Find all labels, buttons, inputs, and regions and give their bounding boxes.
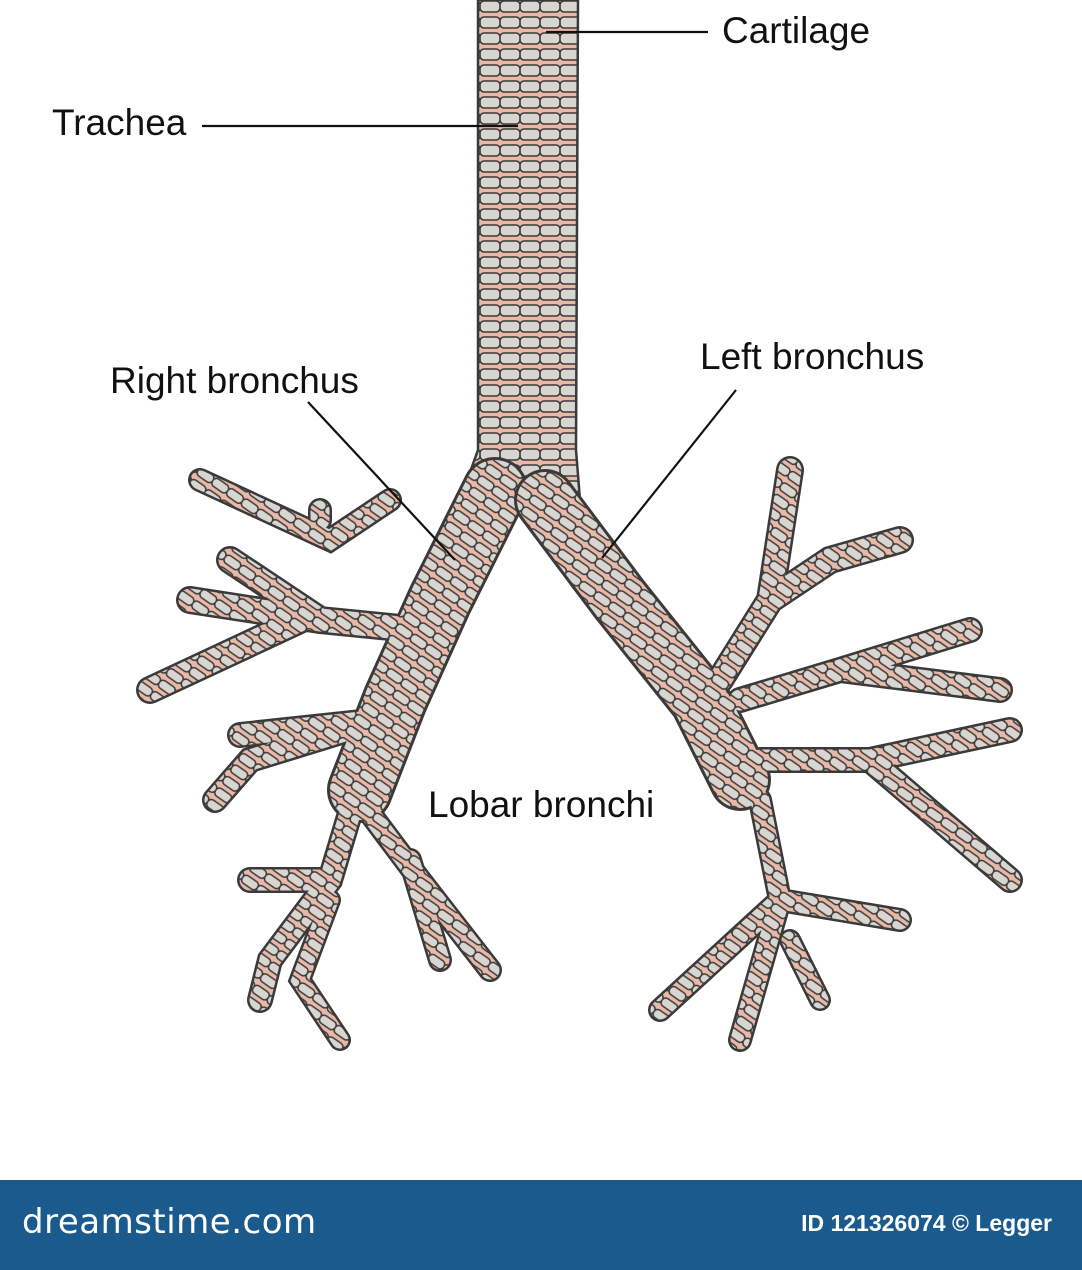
cartilage-label: Cartilage	[722, 10, 871, 51]
right-bronchus-label: Right bronchus	[110, 360, 359, 401]
left-bronchial-tree	[514, 456, 1023, 1052]
right-bronchial-tree	[136, 457, 528, 1051]
watermark-site: dreamstime.com	[22, 1202, 317, 1242]
trachea-label: Trachea	[52, 102, 187, 143]
watermark-id-credit: ID 121326074 © Legger	[801, 1210, 1052, 1236]
watermark-footer: dreamstime.com ID 121326074 © Legger	[0, 1180, 1082, 1270]
left-bronchus-label: Left bronchus	[700, 336, 925, 377]
lobar-bronchi-label: Lobar bronchi	[428, 784, 655, 825]
bronchial-tree-illustration	[136, 0, 1023, 1052]
trachea-tube	[458, 0, 582, 502]
carina-gap	[470, 545, 580, 720]
leader-lines	[202, 30, 737, 561]
